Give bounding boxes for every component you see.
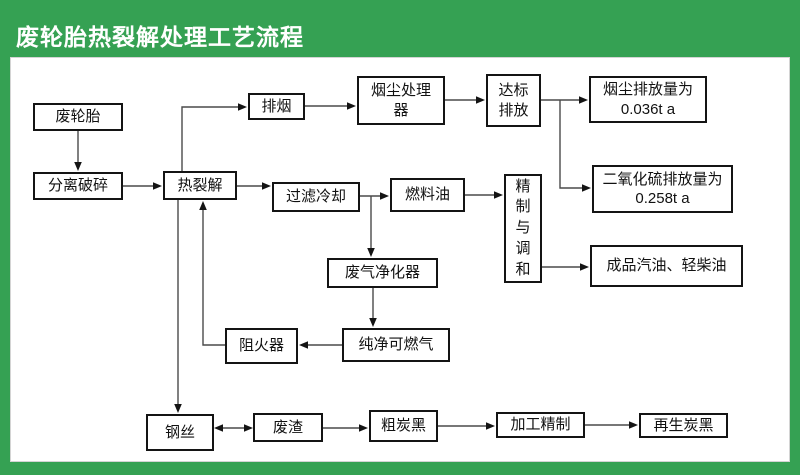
node-finished-oil: 成品汽油、轻柴油 [590,245,743,287]
node-regen-carbon-black: 再生炭黑 [639,413,728,438]
node-standard-discharge: 达标 排放 [486,74,541,127]
node-flame-arrester: 阻火器 [225,328,298,364]
node-fuel-oil: 燃料油 [390,178,465,212]
node-process-refine: 加工精制 [496,412,585,438]
node-separate-crush: 分离破碎 [33,172,123,200]
node-dust-amount: 烟尘排放量为 0.036t a [589,76,707,123]
node-steel-wire: 钢丝 [146,414,214,451]
node-dust-processor: 烟尘处理 器 [357,76,445,125]
node-refine-blend: 精 制 与 调 和 [504,174,542,283]
node-filter-cooling: 过滤冷却 [272,182,360,212]
node-pure-gas: 纯净可燃气 [342,328,450,362]
node-crude-carbon-black: 粗炭黑 [369,410,438,442]
node-smoke-exhaust: 排烟 [248,93,305,120]
page-title: 废轮胎热裂解处理工艺流程 [16,24,304,50]
node-waste-residue: 废渣 [253,413,323,442]
node-pyrolysis: 热裂解 [163,171,237,200]
node-so2-amount: 二氧化硫排放量为 0.258t a [592,165,733,213]
node-gas-purifier: 废气净化器 [327,258,438,288]
node-waste-tire: 废轮胎 [33,103,123,131]
